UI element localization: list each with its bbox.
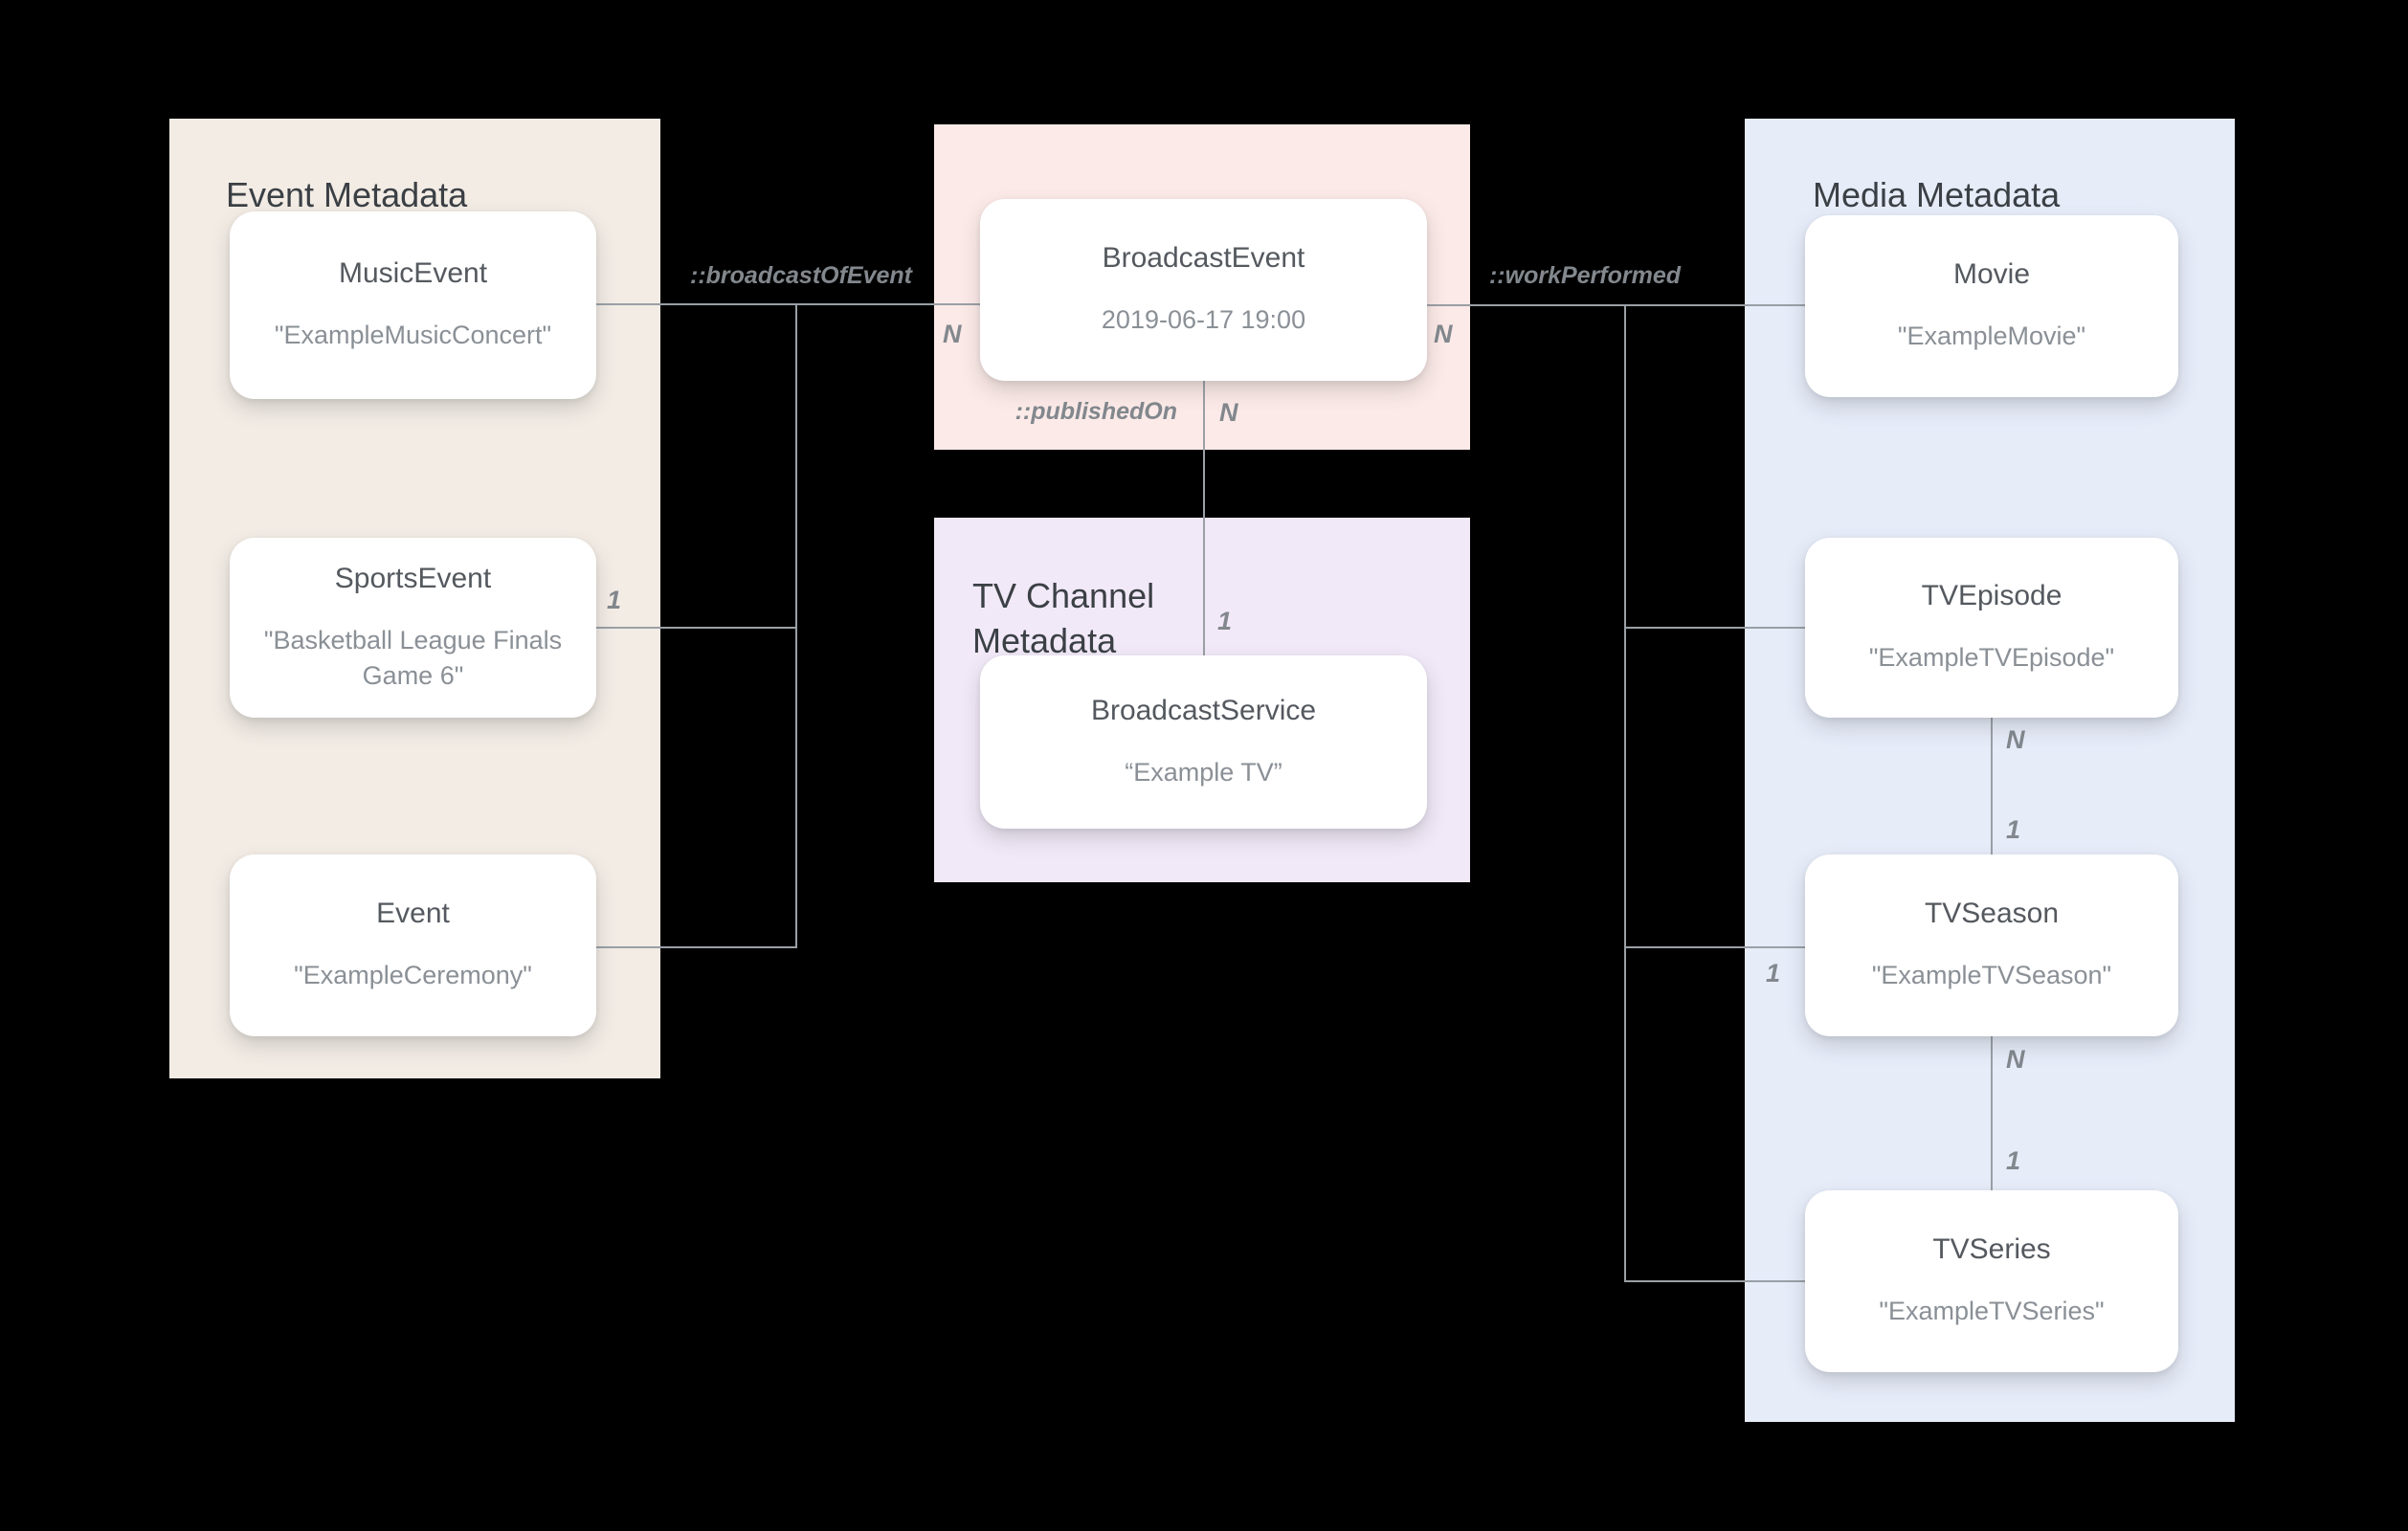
- cardinality-episode-season-n: N: [2006, 725, 2025, 754]
- sports-event-title: SportsEvent: [334, 563, 492, 595]
- broadcast-event-node: BroadcastEvent 2019-06-17 19:00: [980, 199, 1427, 381]
- connector-event-branch: [596, 946, 796, 948]
- cardinality-season-series-n: N: [2006, 1045, 2025, 1074]
- edge-label-work-performed: ::workPerformed: [1488, 262, 1682, 289]
- edge-label-published-on: ::publishedOn: [1014, 398, 1177, 425]
- connector-tvseries-branch: [1624, 1280, 1806, 1282]
- cardinality-season-series-1: 1: [2006, 1146, 2021, 1175]
- connector-musicevent-broadcastevent: [596, 303, 980, 305]
- sports-event-node: SportsEvent "Basketball League Finals Ga…: [230, 538, 596, 718]
- cardinality-season-left-1: 1: [1766, 959, 1781, 987]
- broadcast-event-title: BroadcastEvent: [1102, 242, 1305, 275]
- event-node-value: "ExampleCeremony": [294, 961, 532, 990]
- music-event-value: "ExampleMusicConcert": [274, 321, 552, 350]
- event-node: Event "ExampleCeremony": [230, 854, 596, 1036]
- event-metadata-title: Event Metadata: [226, 174, 468, 214]
- broadcast-service-value: “Example TV”: [1125, 757, 1282, 787]
- tv-season-value: "ExampleTVSeason": [1871, 961, 2112, 990]
- connector-left-trunk: [795, 303, 797, 948]
- tv-season-title: TVSeason: [1924, 898, 2060, 930]
- connector-broadcastevent-movie: [1427, 304, 1805, 306]
- connector-right-trunk: [1624, 304, 1626, 1282]
- event-node-title: Event: [376, 898, 450, 930]
- movie-title: Movie: [1952, 258, 2031, 291]
- music-event-title: MusicEvent: [338, 257, 488, 290]
- movie-node: Movie "ExampleMovie": [1805, 215, 2178, 397]
- connector-broadcastevent-broadcastservice: [1203, 381, 1205, 655]
- tv-channel-metadata-title: TV Channel Metadata: [972, 575, 1155, 661]
- connector-sportsevent-branch: [596, 627, 796, 629]
- movie-value: "ExampleMovie": [1897, 322, 2086, 351]
- tv-series-value: "ExampleTVSeries": [1879, 1297, 2105, 1326]
- broadcast-service-node: BroadcastService “Example TV”: [980, 655, 1427, 829]
- connector-tvseason-tvseries: [1991, 1036, 1993, 1190]
- connector-tvseason-branch: [1624, 946, 1806, 948]
- cardinality-episode-season-1: 1: [2006, 815, 2021, 844]
- cardinality-broadcast-of-event-n: N: [943, 320, 962, 348]
- media-metadata-title: Media Metadata: [1813, 174, 2061, 214]
- broadcast-event-value: 2019-06-17 19:00: [1101, 305, 1306, 335]
- tv-episode-title: TVEpisode: [1921, 580, 2062, 612]
- cardinality-work-performed-n: N: [1434, 320, 1453, 348]
- sports-event-value: "Basketball League Finals Game 6": [263, 626, 563, 690]
- tv-series-title: TVSeries: [1932, 1233, 2051, 1266]
- cardinality-published-on-n: N: [1219, 398, 1238, 427]
- edge-label-broadcast-of-event: ::broadcastOfEvent: [690, 262, 912, 289]
- cardinality-published-on-1: 1: [1217, 607, 1233, 635]
- connector-tvepisode-tvseason: [1991, 718, 1993, 854]
- broadcast-service-title: BroadcastService: [1090, 694, 1317, 726]
- tv-episode-value: "ExampleTVEpisode": [1868, 643, 2115, 673]
- connector-tvepisode-branch: [1624, 627, 1806, 629]
- cardinality-sports-event-1: 1: [607, 586, 622, 614]
- music-event-node: MusicEvent "ExampleMusicConcert": [230, 211, 596, 399]
- tv-season-node: TVSeason "ExampleTVSeason": [1805, 854, 2178, 1036]
- tv-series-node: TVSeries "ExampleTVSeries": [1805, 1190, 2178, 1372]
- tv-episode-node: TVEpisode "ExampleTVEpisode": [1805, 538, 2178, 718]
